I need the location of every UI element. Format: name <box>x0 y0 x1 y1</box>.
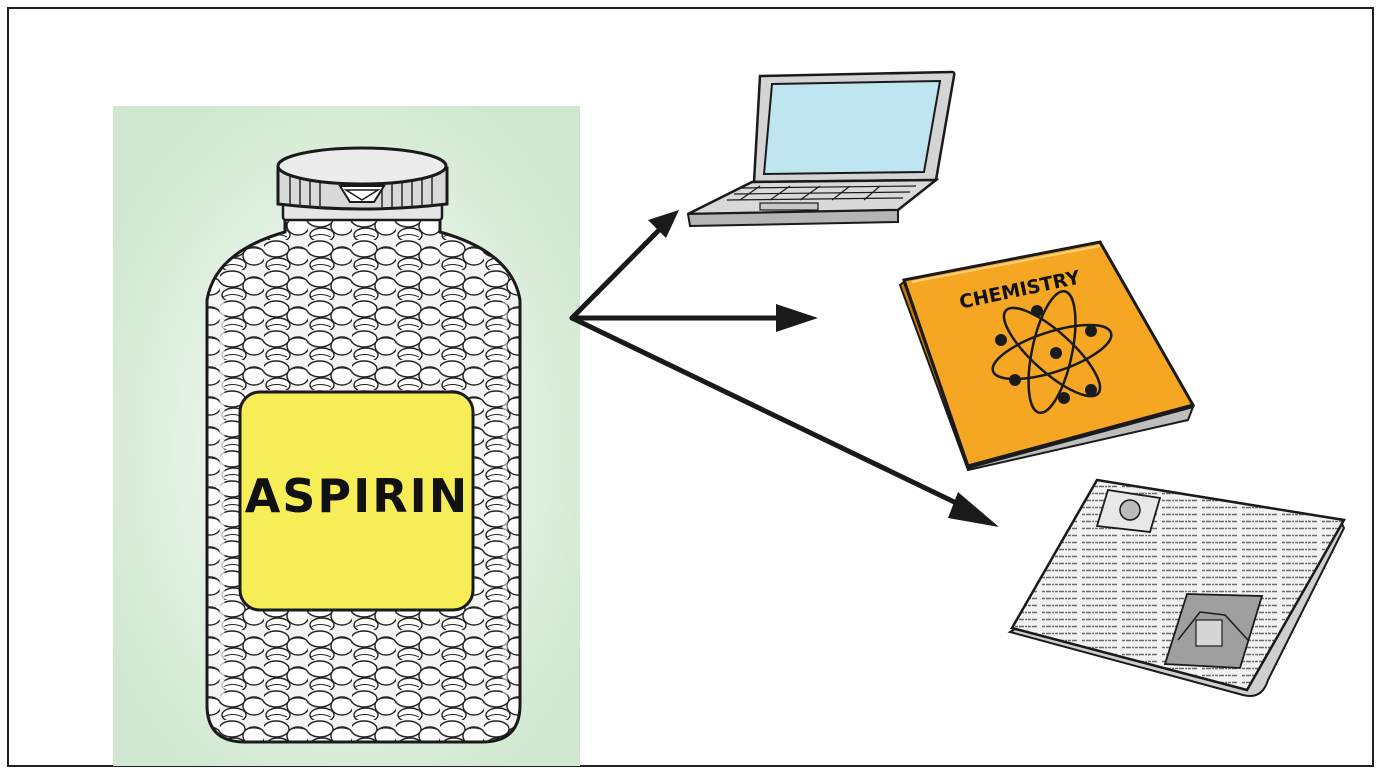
laptop-icon <box>688 72 954 226</box>
arrow-icon <box>572 225 975 512</box>
bottle-cap <box>278 148 447 209</box>
arrowhead-book <box>776 304 818 332</box>
arrowhead-newspaper <box>948 492 999 527</box>
arrow-to-laptop <box>572 225 664 318</box>
bottle-label-text: ASPIRIN <box>245 469 470 523</box>
arrow-to-newspaper <box>572 318 975 512</box>
newspaper-icon <box>1010 480 1344 696</box>
